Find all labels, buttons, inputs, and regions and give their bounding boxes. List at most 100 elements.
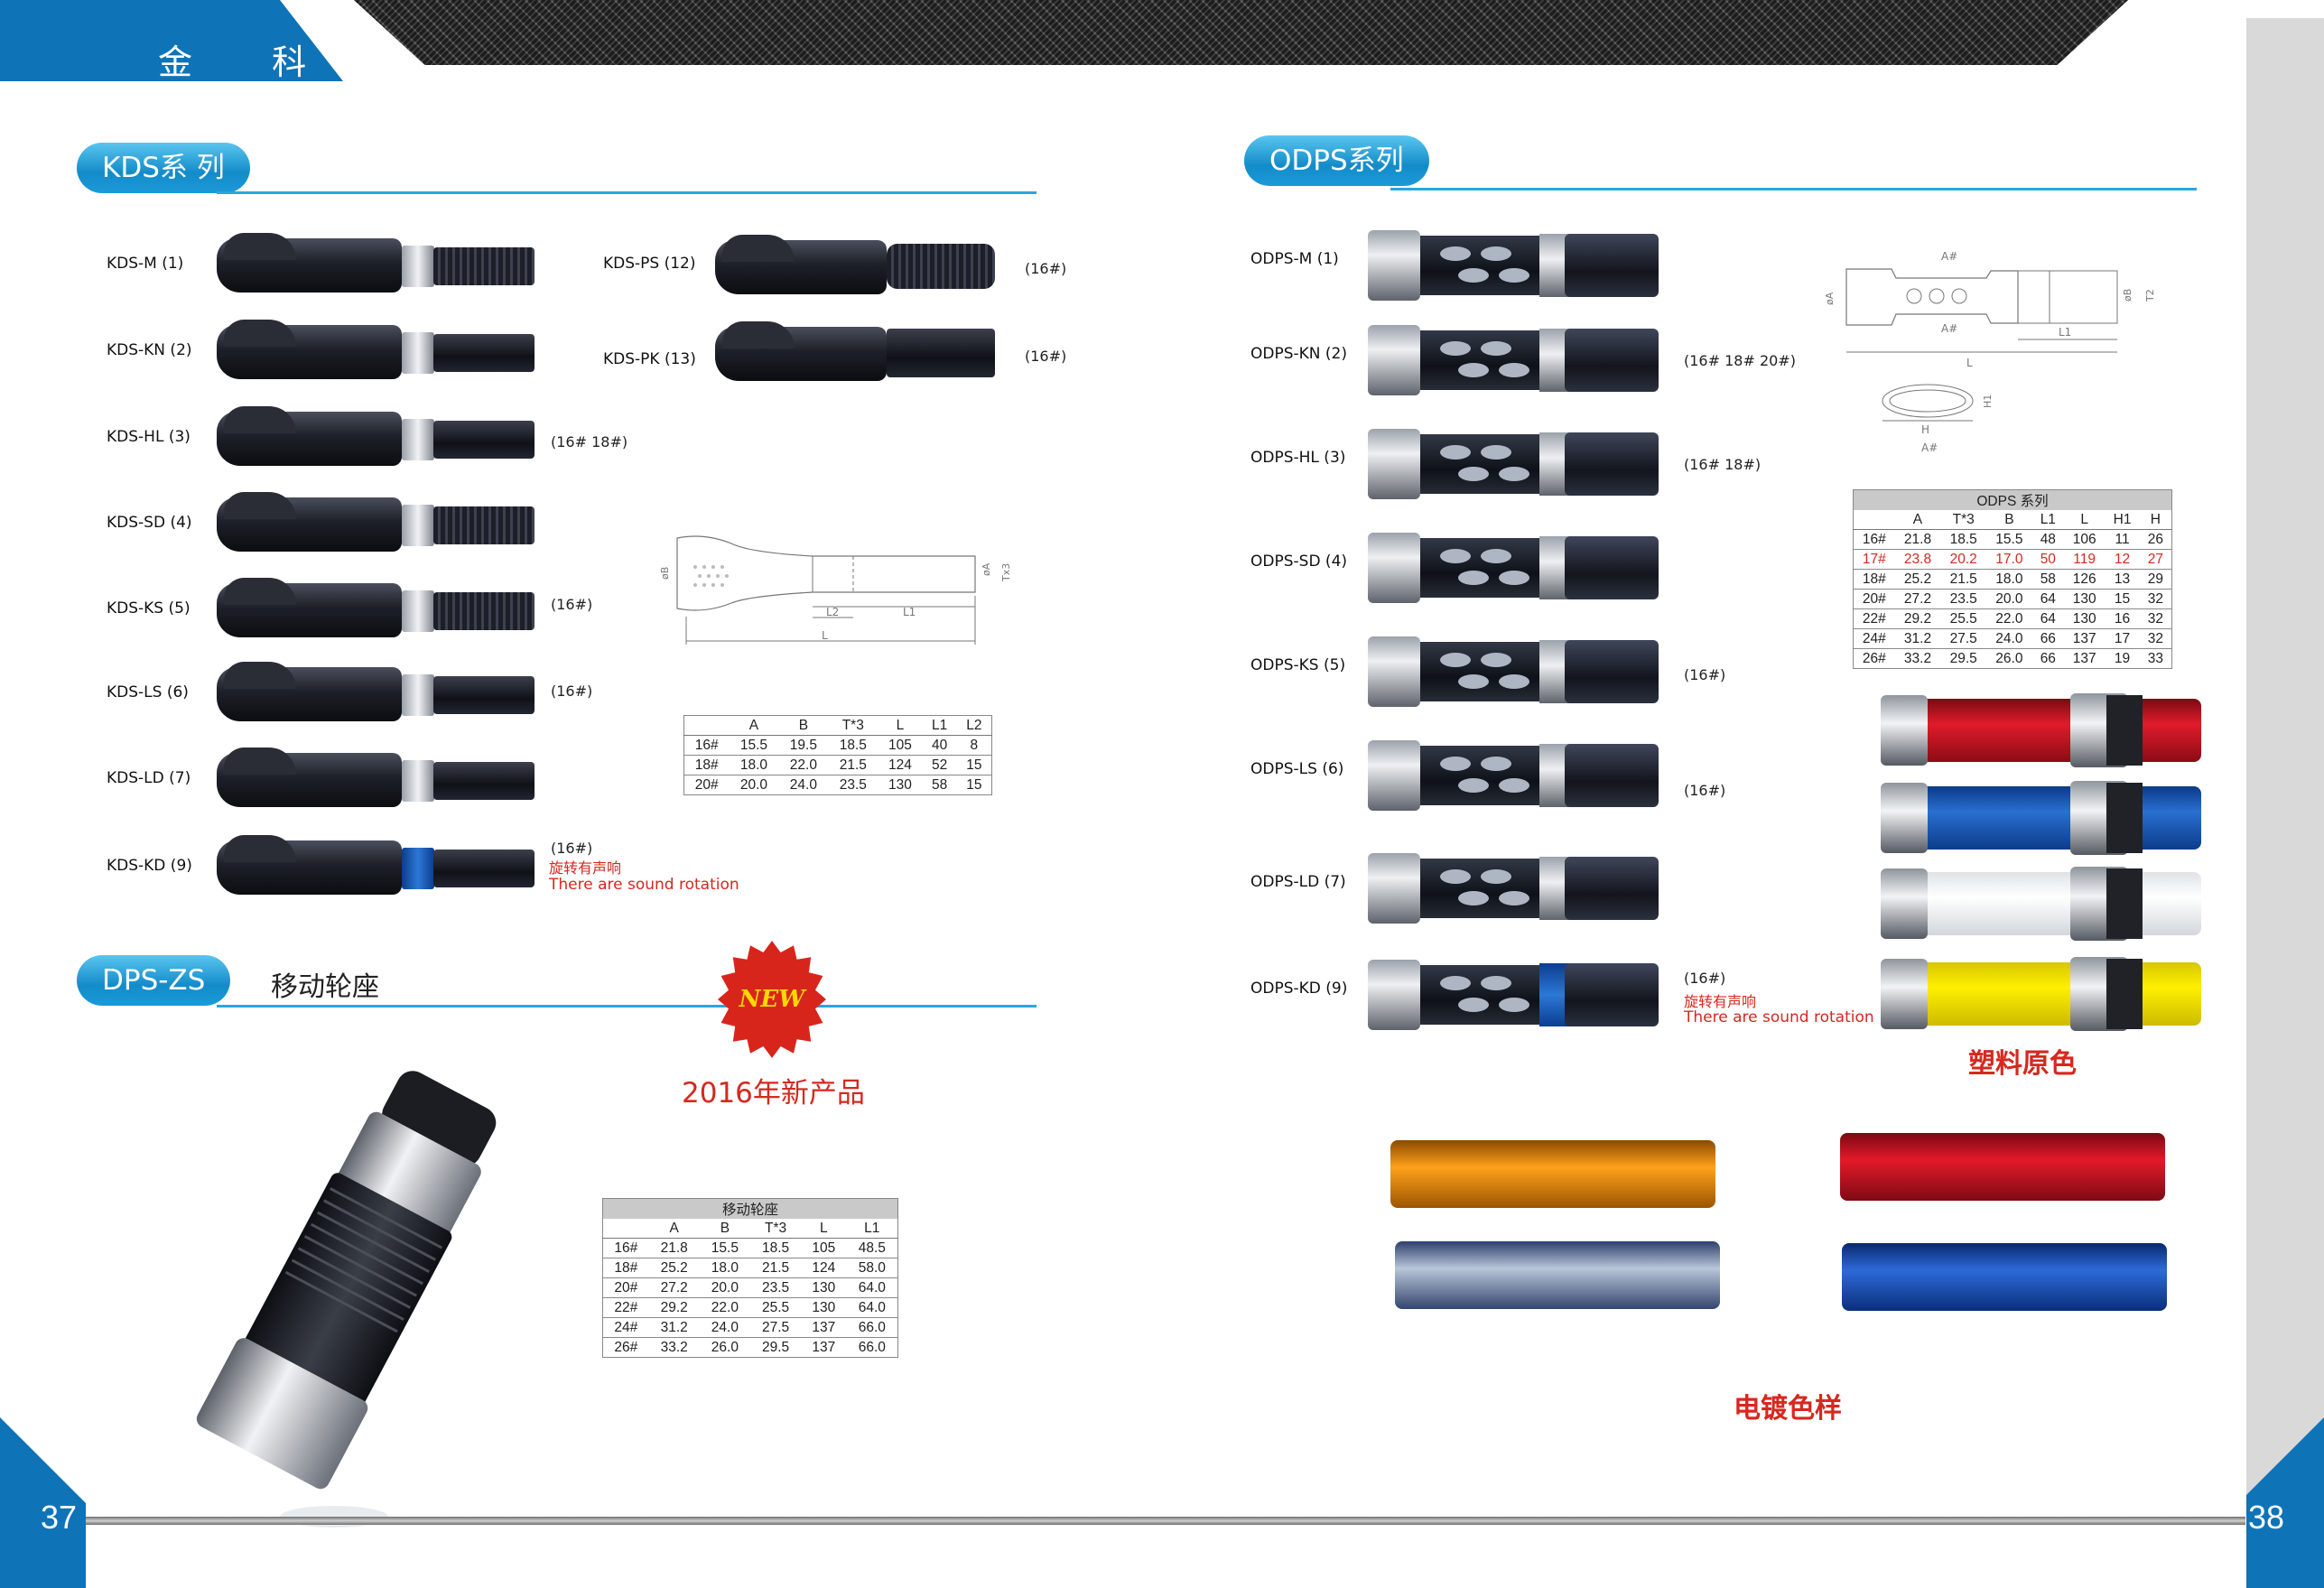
table-cell: 16 — [2105, 608, 2140, 629]
dps-title-rule — [217, 1005, 1037, 1008]
table-column-header — [602, 1219, 649, 1239]
table-cell: 19.5 — [778, 735, 829, 756]
table-cell: 66 — [2031, 648, 2064, 669]
kds-technical-drawing: øB øA Tx3 L2 L1 L — [659, 535, 1012, 645]
odps-item-image — [1368, 853, 1659, 924]
table-column-header: L — [801, 1219, 847, 1239]
table-cell: 23.5 — [749, 1277, 802, 1298]
table-column-header: L1 — [846, 1219, 898, 1239]
kds-drawing-b: øB — [659, 567, 671, 580]
table-column-header: A — [1894, 510, 1941, 530]
kds-ps-label: KDS-PS (12) — [603, 255, 696, 273]
odps-item-note: (16#) — [1684, 970, 1726, 987]
table-cell: 20.0 — [699, 1277, 750, 1298]
plastic-sample-blue — [1881, 781, 2201, 855]
kds-drawing-l: L — [822, 629, 828, 642]
table-cell: 20# — [1853, 589, 1895, 609]
table-cell: 64 — [2031, 589, 2064, 609]
plating-sample-red — [1840, 1133, 2165, 1201]
table-cell: 48.5 — [846, 1238, 898, 1258]
table-cell: 23.8 — [1894, 549, 1941, 570]
table-cell: 21.8 — [648, 1238, 700, 1258]
kds-item-image — [217, 662, 535, 721]
kds-pk-image — [715, 321, 1033, 381]
table-column-header: A — [729, 715, 779, 736]
odps-drawing-a-top: A# — [1941, 250, 1957, 263]
odps-item-note: (16#) — [1684, 782, 1726, 799]
kds-item-note: (16#) — [551, 683, 593, 700]
table-cell: 58.0 — [846, 1258, 898, 1278]
odps-item-note: (16# 18# 20#) — [1684, 352, 1796, 369]
kds-item-image — [217, 578, 535, 637]
table-cell: 137 — [801, 1337, 847, 1358]
page-number-right: 38 — [2248, 1499, 2285, 1536]
table-cell: 64.0 — [846, 1277, 898, 1298]
dps-section-title: DPS-ZS — [77, 955, 231, 1006]
kds-title-rule — [217, 191, 1037, 194]
table-cell: 22.0 — [1986, 608, 2032, 629]
table-cell: 23.5 — [828, 775, 878, 795]
odps-item-image — [1368, 429, 1659, 499]
kds-sound-cn: 旋转有声响 — [549, 859, 622, 877]
odps-drawing-l: L — [1966, 357, 1973, 369]
table-cell: 18.5 — [1940, 529, 1987, 550]
plating-sample-silverblue — [1395, 1241, 1720, 1309]
table-column-header: H1 — [2105, 510, 2140, 530]
odps-drawing-b: øB — [2122, 289, 2133, 302]
odps-item-label: ODPS-LS (6) — [1250, 760, 1344, 778]
table-column-header: B — [1986, 510, 2032, 530]
table-cell: 27.2 — [648, 1277, 700, 1298]
kds-item-note: (16#) — [551, 840, 593, 857]
odps-item-image — [1368, 636, 1659, 707]
table-cell: 32 — [2139, 608, 2172, 629]
table-cell: 29.5 — [749, 1337, 802, 1358]
odps-item-image — [1368, 230, 1659, 301]
table-cell: 25.5 — [1940, 608, 1987, 629]
table-cell: 22.0 — [699, 1297, 750, 1318]
table-cell: 58 — [922, 775, 957, 795]
table-cell: 105 — [878, 735, 923, 756]
table-column-header: B — [699, 1219, 750, 1239]
table-column-header: L — [878, 715, 923, 736]
table-cell: 15 — [2105, 589, 2140, 609]
table-cell: 137 — [2063, 648, 2106, 669]
table-cell: 20# — [602, 1277, 649, 1298]
table-column-header: A — [648, 1219, 700, 1239]
kds-item-label: KDS-LD (7) — [107, 769, 191, 787]
kds-item-image — [217, 748, 535, 807]
table-heading: ODPS 系列 — [1853, 489, 2172, 510]
table-cell: 124 — [878, 755, 923, 775]
table-cell: 24.0 — [778, 775, 829, 795]
table-column-header: L1 — [922, 715, 957, 736]
table-column-header: L — [2063, 510, 2106, 530]
kds-drawing-a: øA — [981, 562, 992, 576]
odps-item-label: ODPS-M (1) — [1250, 250, 1339, 268]
table-cell: 66 — [2031, 628, 2064, 649]
table-cell: 15 — [956, 755, 992, 775]
table-cell: 29 — [2139, 569, 2172, 590]
table-column-header — [683, 715, 730, 736]
right-margin-strip — [2246, 18, 2324, 1588]
odps-drawing-a-bot: A# — [1921, 441, 1938, 454]
table-cell: 18.0 — [729, 755, 779, 775]
odps-drawing-h1: H1 — [1982, 395, 1994, 408]
odps-drawing-t2: T2 — [2144, 289, 2156, 302]
table-cell: 16# — [683, 735, 730, 756]
plastic-caption: 塑料原色 — [1968, 1048, 2077, 1080]
odps-section-title: ODPS系列 — [1244, 135, 1429, 186]
table-column-header: L1 — [2031, 510, 2064, 530]
table-heading: 移动轮座 — [602, 1198, 898, 1219]
kds-item-label: KDS-KN (2) — [107, 341, 192, 359]
table-cell: 18.5 — [749, 1238, 802, 1258]
